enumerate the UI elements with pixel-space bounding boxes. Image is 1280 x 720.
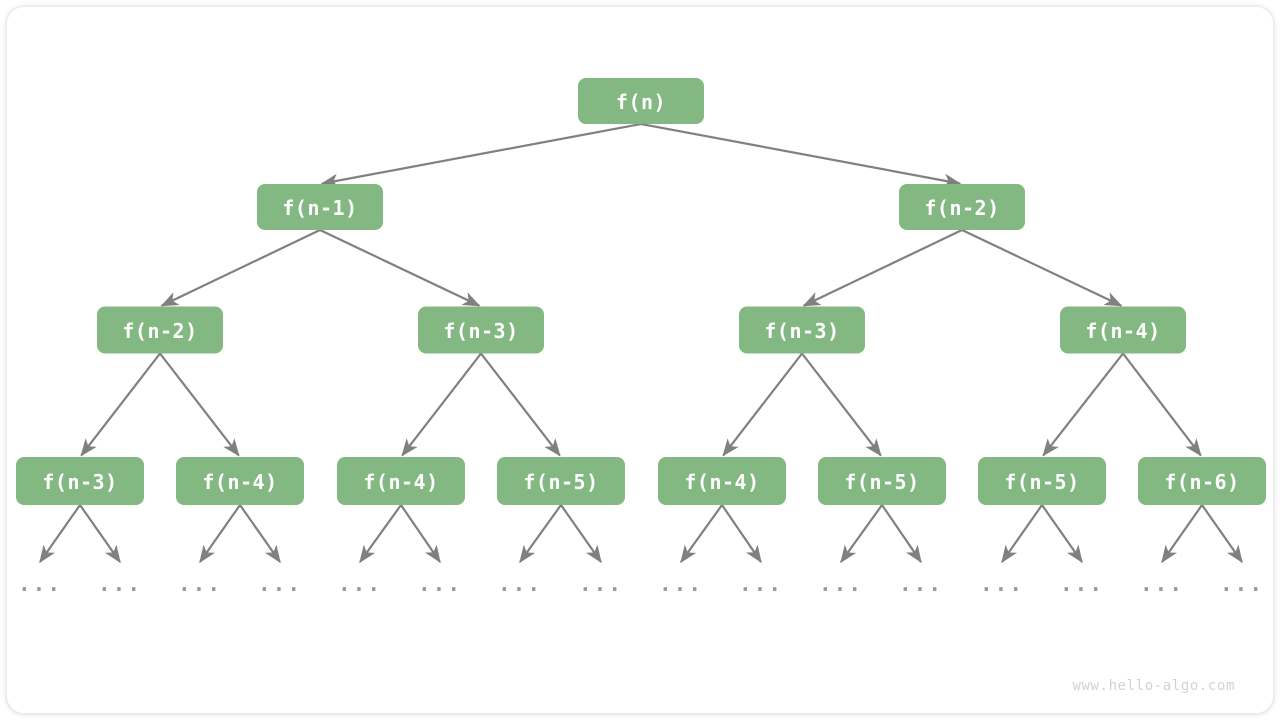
ellipsis-marker: ... bbox=[659, 572, 703, 596]
tree-edge bbox=[160, 229, 321, 307]
tree-edge-to-ellipsis bbox=[359, 504, 402, 564]
ellipsis-marker: ... bbox=[980, 572, 1024, 596]
nodes-layer: f(n) f(n-1) f(n-2) f(n-2) f(n-3) f(n-3) f(n-4)… bbox=[16, 78, 1266, 505]
ellipsis-marker: ... bbox=[1060, 572, 1104, 596]
tree-node-box bbox=[257, 184, 383, 230]
tree-node-label: f(n) bbox=[616, 90, 666, 114]
tree-node-box bbox=[337, 457, 465, 505]
edges-layer bbox=[80, 122, 1202, 457]
tree-node-label: f(n-3) bbox=[764, 319, 839, 343]
tree-node-label: f(n-5) bbox=[1004, 470, 1079, 494]
tree-node-box bbox=[978, 457, 1106, 505]
tree-node-box bbox=[658, 457, 786, 505]
ellipsis-marker: ... bbox=[338, 572, 382, 596]
tree-node-label: f(n-4) bbox=[1085, 319, 1160, 343]
ellipsis-row: ........................................… bbox=[18, 572, 1264, 596]
tree-edge bbox=[1042, 352, 1124, 457]
tree-edge bbox=[319, 229, 481, 307]
leaf-edges-layer bbox=[39, 504, 1243, 564]
watermark-label: www.hello-algo.com bbox=[1072, 678, 1235, 694]
ellipsis-marker: ... bbox=[1140, 572, 1184, 596]
tree-node[interactable]: f(n-4) bbox=[1060, 306, 1186, 354]
ellipsis-marker: ... bbox=[739, 572, 783, 596]
tree-node[interactable]: f(n-3) bbox=[739, 306, 865, 354]
ellipsis-marker: ... bbox=[18, 572, 62, 596]
tree-edge-to-ellipsis bbox=[881, 504, 922, 564]
tree-edge-to-ellipsis bbox=[1161, 504, 1203, 564]
tree-node[interactable]: f(n-5) bbox=[818, 457, 946, 505]
tree-node-box bbox=[16, 457, 144, 505]
tree-edge bbox=[722, 352, 803, 457]
tree-node-box bbox=[578, 78, 704, 124]
tree-edge bbox=[480, 352, 561, 457]
tree-node[interactable]: f(n-5) bbox=[497, 457, 625, 505]
tree-node-box bbox=[899, 184, 1025, 230]
tree-edge-to-ellipsis bbox=[721, 504, 762, 564]
tree-edge bbox=[80, 352, 161, 457]
tree-node-box bbox=[97, 306, 223, 354]
tree-node-label: f(n-1) bbox=[282, 196, 357, 220]
tree-edge-to-ellipsis bbox=[1041, 504, 1083, 564]
tree-edge-to-ellipsis bbox=[79, 504, 121, 564]
tree-node-label: f(n-4) bbox=[684, 470, 759, 494]
tree-edge-to-ellipsis bbox=[680, 504, 723, 564]
tree-edge bbox=[801, 352, 882, 457]
tree-node-label: f(n-6) bbox=[1164, 470, 1239, 494]
tree-node[interactable]: f(n-4) bbox=[337, 457, 465, 505]
ellipsis-marker: ... bbox=[1220, 572, 1264, 596]
tree-node-box bbox=[739, 306, 865, 354]
tree-node[interactable]: f(n-6) bbox=[1138, 457, 1266, 505]
tree-node[interactable]: f(n-1) bbox=[257, 184, 383, 230]
tree-node-label: f(n-5) bbox=[844, 470, 919, 494]
tree-node-box bbox=[1060, 306, 1186, 354]
tree-edge-to-ellipsis bbox=[560, 504, 602, 564]
tree-edge bbox=[320, 122, 642, 188]
tree-node-box bbox=[1138, 457, 1266, 505]
tree-node-box bbox=[418, 306, 544, 354]
tree-node-label: f(n-3) bbox=[443, 319, 518, 343]
tree-node-label: f(n-4) bbox=[363, 470, 438, 494]
tree-edge-to-ellipsis bbox=[519, 504, 562, 564]
tree-edge bbox=[802, 229, 963, 307]
tree-edge bbox=[401, 352, 482, 457]
tree-edge bbox=[1122, 352, 1202, 457]
tree-node[interactable]: f(n-3) bbox=[16, 457, 144, 505]
ellipsis-marker: ... bbox=[579, 572, 623, 596]
tree-node[interactable]: f(n-5) bbox=[978, 457, 1106, 505]
tree-edge-to-ellipsis bbox=[400, 504, 441, 564]
tree-edge-to-ellipsis bbox=[199, 504, 241, 564]
tree-edge-to-ellipsis bbox=[1001, 504, 1043, 564]
tree-node-label: f(n-2) bbox=[122, 319, 197, 343]
tree-edge bbox=[640, 122, 962, 188]
tree-edge bbox=[961, 229, 1123, 307]
tree-edge-to-ellipsis bbox=[239, 504, 281, 564]
ellipsis-marker: ... bbox=[498, 572, 542, 596]
tree-node-label: f(n-4) bbox=[202, 470, 277, 494]
tree-node[interactable]: f(n-2) bbox=[97, 306, 223, 354]
tree-node-box bbox=[176, 457, 304, 505]
ellipsis-marker: ... bbox=[178, 572, 222, 596]
ellipsis-marker: ... bbox=[98, 572, 142, 596]
tree-edge-to-ellipsis bbox=[1201, 504, 1243, 564]
tree-node-box bbox=[497, 457, 625, 505]
tree-edge-to-ellipsis bbox=[39, 504, 81, 564]
tree-edge bbox=[159, 352, 240, 457]
tree-node-box bbox=[818, 457, 946, 505]
tree-edge-to-ellipsis bbox=[840, 504, 883, 564]
ellipsis-marker: ... bbox=[819, 572, 863, 596]
ellipsis-marker: ... bbox=[258, 572, 302, 596]
tree-node-label: f(n-5) bbox=[523, 470, 598, 494]
tree-node-label: f(n-2) bbox=[924, 196, 999, 220]
tree-node[interactable]: f(n) bbox=[578, 78, 704, 124]
tree-node[interactable]: f(n-3) bbox=[418, 306, 544, 354]
tree-node[interactable]: f(n-4) bbox=[658, 457, 786, 505]
tree-node-label: f(n-3) bbox=[42, 470, 117, 494]
tree-node[interactable]: f(n-4) bbox=[176, 457, 304, 505]
ellipsis-marker: ... bbox=[899, 572, 943, 596]
tree-node[interactable]: f(n-2) bbox=[899, 184, 1025, 230]
ellipsis-marker: ... bbox=[418, 572, 462, 596]
